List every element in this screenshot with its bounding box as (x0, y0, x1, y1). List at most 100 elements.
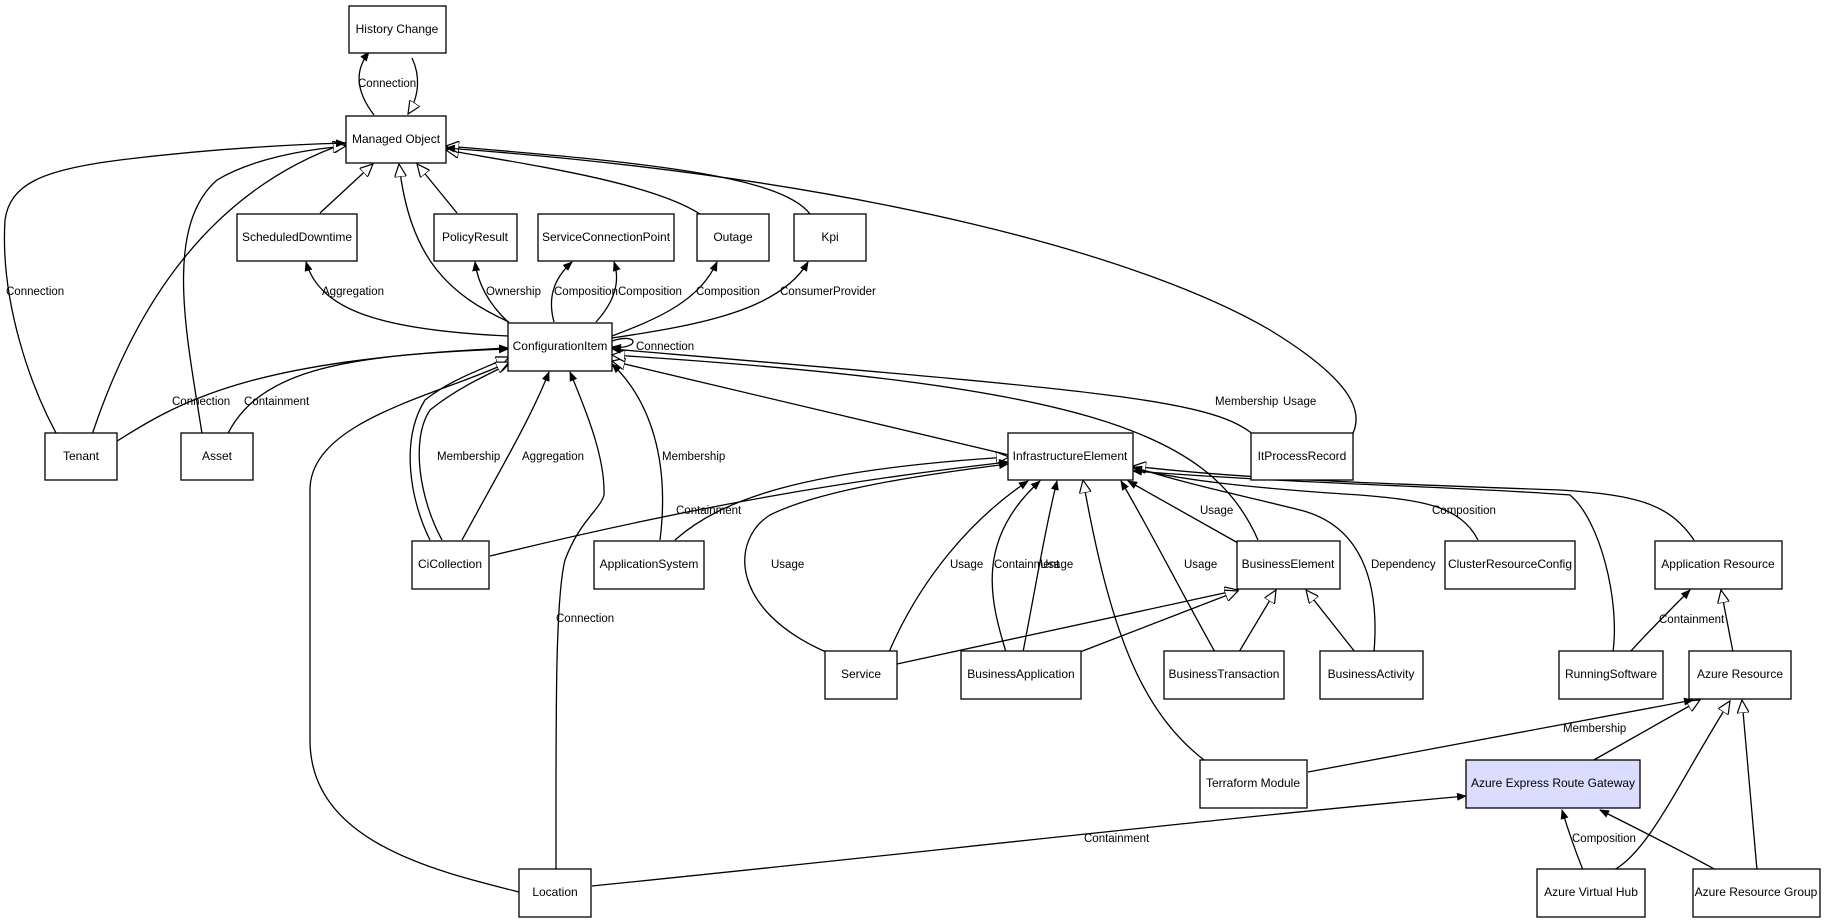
svg-text:InfrastructureElement: InfrastructureElement (1013, 449, 1128, 463)
node-business-element[interactable]: BusinessElement (1236, 540, 1341, 590)
svg-text:Ownership: Ownership (486, 286, 541, 298)
svg-text:Terraform Module: Terraform Module (1206, 776, 1300, 790)
svg-text:Usage: Usage (771, 559, 804, 571)
svg-text:CiCollection: CiCollection (418, 557, 482, 571)
svg-text:Outage: Outage (713, 230, 753, 244)
svg-text:Connection: Connection (358, 78, 416, 90)
node-cluster-resource-config[interactable]: ClusterResourceConfig (1444, 540, 1576, 590)
edge-ci-aggregation-pr: Ownership (472, 261, 541, 323)
edge-ci-connection-sd: Aggregation (304, 261, 509, 337)
node-it-process-record[interactable]: ItProcessRecord (1250, 432, 1354, 481)
svg-text:Composition: Composition (618, 286, 682, 298)
edge-tm-containment-azr: Membership (1307, 697, 1694, 773)
svg-text:Membership: Membership (437, 451, 500, 463)
edge-history-change-inherit (408, 57, 418, 114)
svg-text:ConfigurationItem: ConfigurationItem (513, 339, 608, 353)
edge-asset-inherit-mo (182, 146, 346, 448)
svg-text:Azure Express Route Gateway: Azure Express Route Gateway (1471, 776, 1635, 790)
edge-cic-usage-ie: Containment (489, 459, 1009, 557)
node-business-transaction[interactable]: BusinessTransaction (1163, 650, 1285, 700)
node-tenant[interactable]: Tenant (44, 432, 118, 481)
edge-history-link: Connection (358, 51, 416, 116)
edge-arg-inherit-azr (1742, 700, 1758, 871)
edge-ba-usage-ie: Containment (991, 480, 1060, 653)
node-application-system[interactable]: ApplicationSystem (593, 540, 705, 590)
svg-text:ConsumerProvider: ConsumerProvider (780, 286, 876, 298)
node-history-change[interactable]: History Change (348, 5, 447, 54)
edge-bt-inherit-be (1238, 590, 1276, 653)
node-kpi[interactable]: Kpi (793, 213, 867, 262)
edge-be-inherit-ci (612, 355, 1259, 541)
node-business-application[interactable]: BusinessApplication (960, 650, 1082, 700)
node-outage[interactable]: Outage (696, 213, 770, 262)
edge-cic-membership-ci: Aggregation (461, 371, 584, 541)
edge-bact-inherit-be (1306, 590, 1356, 653)
node-application-resource[interactable]: Application Resource (1654, 540, 1783, 590)
svg-text:Composition: Composition (696, 286, 760, 298)
node-azure-resource-group[interactable]: Azure Resource Group (1692, 868, 1821, 918)
edge-arg-composition-aerg (1599, 809, 1717, 871)
edge-ci-consumer-provider-self: Connection (611, 337, 694, 353)
node-terraform-module[interactable]: Terraform Module (1199, 759, 1308, 809)
svg-text:Usage: Usage (1283, 396, 1316, 408)
node-policy-result[interactable]: PolicyResult (433, 213, 518, 262)
edge-tenant-inherit-mo (87, 143, 346, 448)
svg-text:Composition: Composition (1432, 505, 1496, 517)
svg-text:ScheduledDowntime: ScheduledDowntime (242, 230, 352, 244)
svg-text:BusinessTransaction: BusinessTransaction (1169, 667, 1280, 681)
svg-text:Containment: Containment (1659, 614, 1725, 626)
svg-text:Tenant: Tenant (63, 449, 100, 463)
svg-text:RunningSoftware: RunningSoftware (1565, 667, 1657, 681)
edge-avh-inherit-azr (1613, 701, 1730, 871)
edge-ci-composition-outage: Composition (611, 261, 760, 337)
node-azure-resource[interactable]: Azure Resource (1688, 650, 1792, 700)
edge-ie-inherit-ci (612, 361, 1010, 456)
edge-bt-usage-ie: Usage (1120, 480, 1217, 653)
node-configuration-item[interactable]: ConfigurationItem (507, 322, 613, 372)
svg-text:ClusterResourceConfig: ClusterResourceConfig (1448, 557, 1572, 571)
node-managed-object[interactable]: Managed Object (345, 115, 447, 164)
edge-azr-inherit-ar (1721, 590, 1734, 653)
edge-ba-containment-ie: Usage (1022, 480, 1073, 653)
edge-ipr-connection-ci: Membership (611, 345, 1278, 448)
svg-text:ServiceConnectionPoint: ServiceConnectionPoint (542, 230, 671, 244)
svg-text:BusinessApplication: BusinessApplication (967, 667, 1074, 681)
svg-text:Asset: Asset (202, 449, 233, 463)
svg-text:ApplicationSystem: ApplicationSystem (600, 557, 699, 571)
svg-text:Service: Service (841, 667, 881, 681)
edge-sd-inherit-mo (319, 164, 373, 214)
svg-text:Composition: Composition (1572, 833, 1636, 845)
svg-text:History Change: History Change (356, 22, 439, 36)
edge-loc-membership-ci: Connection (555, 371, 614, 871)
edge-asset-connection-ci: Containment (221, 345, 509, 448)
node-scheduled-downtime[interactable]: ScheduledDowntime (236, 213, 358, 262)
edge-ar-inherit-ie (1133, 466, 1695, 541)
edge-ci-ownership-scp: Composition (550, 261, 618, 323)
node-service-connection-point[interactable]: ServiceConnectionPoint (537, 213, 675, 262)
edge-ci-inherit-mo (399, 164, 510, 323)
svg-text:Usage: Usage (1184, 559, 1217, 571)
node-business-activity[interactable]: BusinessActivity (1319, 650, 1424, 700)
edge-as-inherit-ie (674, 457, 1009, 541)
edge-loc-membership-aerg: Containment (591, 792, 1467, 887)
node-asset[interactable]: Asset (180, 432, 254, 481)
node-infrastructure-element[interactable]: InfrastructureElement (1007, 432, 1134, 481)
node-azure-virtual-hub[interactable]: Azure Virtual Hub (1536, 868, 1646, 918)
svg-text:Connection: Connection (172, 396, 230, 408)
svg-text:Managed Object: Managed Object (352, 132, 441, 146)
svg-text:Membership: Membership (1563, 723, 1626, 735)
node-location[interactable]: Location (518, 868, 592, 918)
svg-text:Containment: Containment (1084, 833, 1150, 845)
svg-text:Containment: Containment (676, 505, 742, 517)
svg-text:ItProcessRecord: ItProcessRecord (1258, 449, 1347, 463)
node-running-software[interactable]: RunningSoftware (1558, 650, 1664, 700)
edge-ci-composition-scp: Composition (595, 261, 682, 323)
svg-text:Usage: Usage (950, 559, 983, 571)
node-azure-express-route-gateway[interactable]: Azure Express Route Gateway (1465, 759, 1641, 809)
node-ci-collection[interactable]: CiCollection (411, 540, 490, 590)
edge-outage-inherit-mo (446, 150, 701, 215)
svg-text:Aggregation: Aggregation (522, 451, 584, 463)
svg-text:Connection: Connection (6, 286, 64, 298)
node-service[interactable]: Service (824, 650, 898, 700)
edge-tenant-connection-mo: Connection (3, 139, 346, 448)
